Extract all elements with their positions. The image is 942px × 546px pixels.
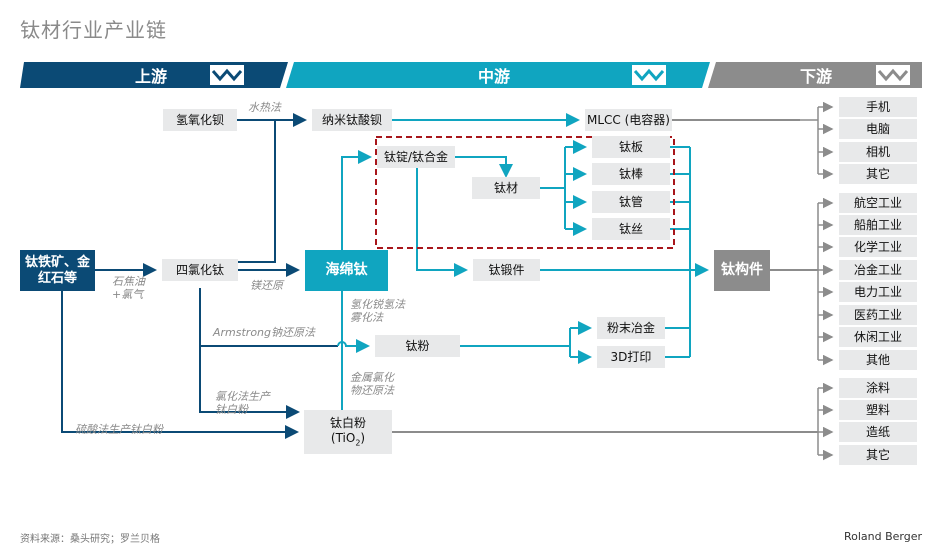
downstream-item: 相机 — [839, 142, 917, 162]
node-powder: 钛粉 — [375, 335, 460, 357]
downstream-item: 塑料 — [839, 400, 917, 420]
node-plate: 钛板 — [592, 136, 670, 158]
downstream-item: 医药工业 — [839, 305, 917, 325]
downstream-item: 其它 — [839, 445, 917, 465]
titanium-material-highlight — [375, 136, 675, 249]
midstream-label: 中游 — [478, 67, 511, 86]
rb-logo-icon — [632, 65, 666, 85]
tio2-name: 钛白粉 — [329, 416, 366, 431]
tio2-formula: (TiO2) — [330, 430, 366, 448]
label-chloride-process: 氯化法生产钛白粉 — [215, 390, 270, 416]
downstream-item: 其他 — [839, 350, 917, 370]
label-armstrong: Armstrong钠还原法 — [213, 326, 316, 339]
node-forging: 钛锻件 — [473, 259, 540, 281]
label-hydrothermal: 水热法 — [248, 101, 281, 114]
downstream-item: 手机 — [839, 97, 917, 117]
source-note: 资料来源：桑头研究；罗兰贝格 — [20, 534, 160, 545]
label-hydride: 氢化锐氢法雾化法 — [350, 298, 405, 324]
upstream-stage: 上游 — [20, 62, 288, 88]
rb-logo-icon — [876, 65, 910, 85]
label-metal-chloride: 金属氯化物还原法 — [350, 371, 394, 397]
midstream-stage: 中游 — [286, 62, 710, 88]
downstream-item: 船舶工业 — [839, 215, 917, 235]
node-nano-barium-titanate: 纳米钛酸钡 — [312, 109, 392, 131]
downstream-label: 下游 — [800, 67, 833, 86]
node-ore: 钛铁矿、金红石等 — [20, 250, 95, 291]
midstream-band — [286, 62, 710, 88]
downstream-item: 休闲工业 — [839, 327, 917, 347]
downstream-item: 航空工业 — [839, 193, 917, 213]
node-titanium-material: 钛材 — [472, 177, 540, 199]
node-tio2: 钛白粉 (TiO2) — [304, 410, 392, 454]
node-barium-hydroxide: 氢氧化钡 — [163, 109, 237, 131]
downstream-item: 电力工业 — [839, 282, 917, 302]
downstream-band — [708, 62, 922, 88]
node-powder-metallurgy: 粉末冶金 — [597, 317, 665, 339]
node-3d-printing: 3D打印 — [597, 346, 665, 368]
downstream-item: 造纸 — [839, 422, 917, 442]
label-mg-reduction: 镁还原 — [250, 279, 283, 292]
node-component: 钛构件 — [714, 250, 770, 291]
node-tube: 钛管 — [592, 191, 670, 213]
downstream-item: 冶金工业 — [839, 260, 917, 280]
page-title: 钛材行业产业链 — [20, 18, 167, 42]
node-wire: 钛丝 — [592, 218, 670, 240]
node-rod: 钛棒 — [592, 163, 670, 185]
downstream-item: 涂料 — [839, 378, 917, 398]
label-coke-chlorine: 石焦油+氯气 — [112, 275, 145, 301]
downstream-item: 电脑 — [839, 119, 917, 139]
brand-name: Roland Berger — [843, 530, 922, 543]
upstream-label: 上游 — [135, 67, 168, 86]
rb-logo-icon — [210, 65, 244, 85]
node-ticl4: 四氯化钛 — [162, 259, 238, 281]
node-sponge: 海绵钛 — [305, 250, 388, 291]
node-ingot: 钛锭/钛合金 — [377, 146, 455, 168]
downstream-stage: 下游 — [708, 62, 922, 88]
node-mlcc: MLCC (电容器) — [585, 109, 672, 131]
downstream-item: 化学工业 — [839, 237, 917, 257]
label-sulfate-process: 硫酸法生产钛白粉 — [75, 423, 163, 436]
downstream-item: 其它 — [839, 164, 917, 184]
